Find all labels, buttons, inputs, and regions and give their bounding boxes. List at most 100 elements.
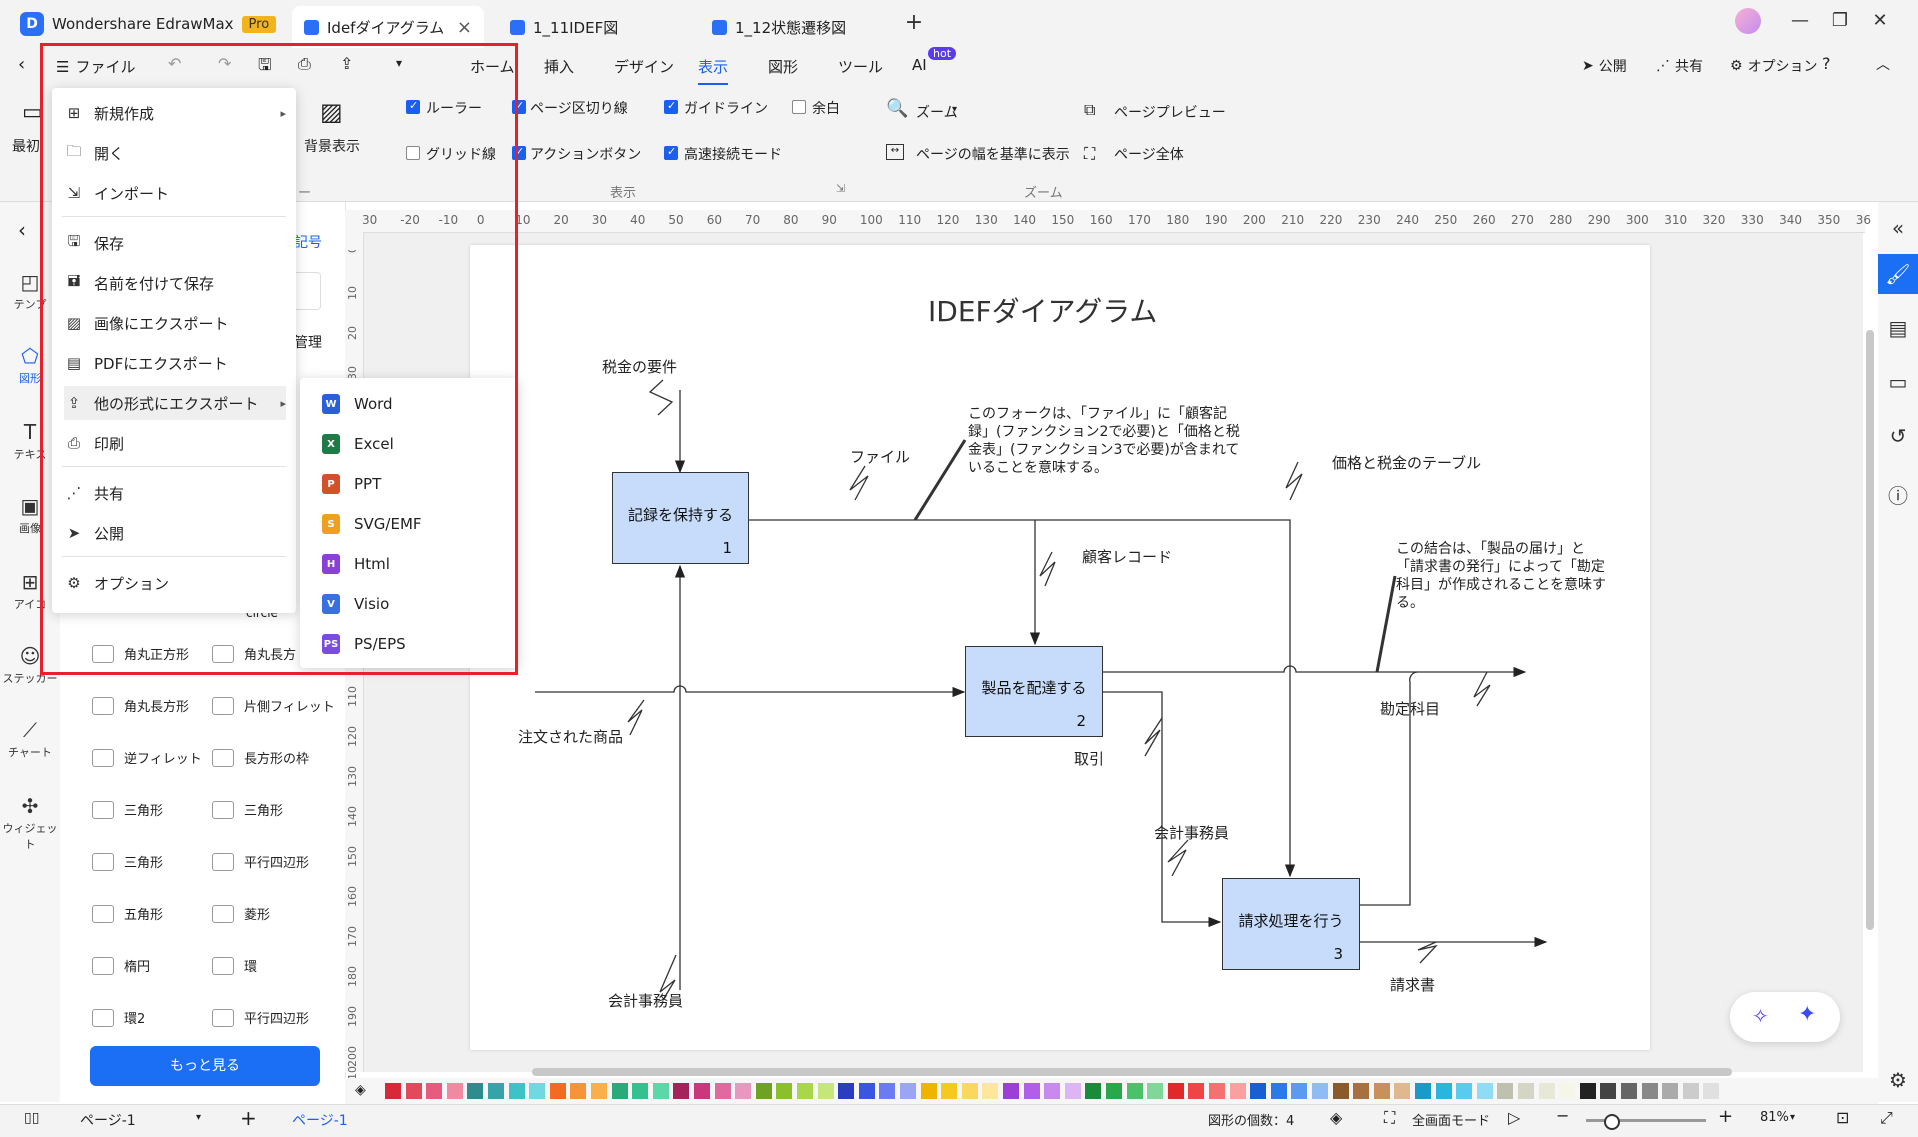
rail-charts[interactable]: ⟋チャート [0,718,60,760]
label-ordered[interactable]: 注文された商品 [518,728,624,746]
collapse-ribbon-icon[interactable]: ︿ [1876,57,1890,73]
shape-item[interactable]: 平行四辺形 [212,1008,309,1027]
menu-insert[interactable]: 挿入 [544,58,575,76]
close-icon[interactable]: × [456,16,472,38]
vertical-scrollbar[interactable] [1866,330,1874,930]
presentation-icon[interactable]: ▭ [1888,370,1908,394]
background-icon[interactable]: ▨ [320,98,343,126]
file-menu-item[interactable]: ▨画像にエクスポート [64,306,286,340]
color-swatch[interactable] [1003,1083,1019,1099]
color-swatch[interactable] [755,1083,772,1099]
shape-item[interactable]: 環2 [92,1008,145,1027]
save-icon[interactable]: 🖫 [258,55,272,74]
help-icon[interactable]: ? [1822,54,1831,73]
color-swatch[interactable] [1538,1083,1555,1099]
color-swatch[interactable] [797,1083,813,1099]
note-fork[interactable]: このフォークは、「ファイル」に「顧客記 録」(ファンクション2で必要)と「価格と… [968,405,1240,477]
color-swatch[interactable] [1064,1083,1081,1099]
fit-width-button[interactable]: ページの幅を基準に表示 [916,147,1070,163]
color-swatch[interactable] [1600,1083,1617,1099]
rail-image[interactable]: ▣画像 [0,494,60,536]
more-icon[interactable]: ▾ [396,56,403,70]
print-icon[interactable]: ⎙ [298,54,311,73]
file-menu-item[interactable]: 🖫保存 [64,226,286,260]
label-price-table[interactable]: 価格と税金のテーブル [1332,454,1482,472]
color-swatch[interactable] [467,1083,484,1099]
page-settings-icon[interactable]: ▤ [1888,316,1908,340]
menu-view[interactable]: 表示 [698,58,729,85]
horizontal-scrollbar[interactable] [532,1068,1732,1076]
shape-item[interactable]: 平行四辺形 [212,852,309,871]
color-swatch[interactable] [1291,1083,1308,1099]
zoom-slider-thumb[interactable] [1604,1114,1620,1130]
color-swatch[interactable] [1147,1083,1164,1099]
color-swatch[interactable] [941,1083,958,1099]
shape-item[interactable]: 菱形 [212,904,270,923]
menu-home[interactable]: ホーム [470,58,515,76]
fullscreen-label[interactable]: 全画面モード [1412,1114,1491,1129]
color-swatch[interactable] [1250,1083,1267,1099]
color-swatch[interactable] [1435,1083,1452,1099]
file-menu-item[interactable]: ⚙オプション [64,566,286,600]
zoom-level[interactable]: 81% [1760,1110,1789,1125]
menu-design[interactable]: デザイン [614,58,675,76]
rail-stickers[interactable]: ☺ステッカー [0,644,60,686]
minimize-icon[interactable]: — [1791,10,1809,31]
color-swatch[interactable] [735,1083,752,1099]
label-transaction[interactable]: 取引 [1074,750,1105,768]
color-swatch[interactable] [982,1083,999,1099]
color-swatch[interactable] [591,1083,607,1099]
doc-tab-3[interactable]: 1_12状態遷移図 [700,6,890,48]
color-swatch[interactable] [1167,1083,1184,1099]
history-icon[interactable]: ↺ [1889,424,1907,448]
ruler-checkbox[interactable] [406,99,420,114]
fast-connect-checkbox[interactable] [664,145,678,160]
chevron-down-icon[interactable]: ▾ [1790,1112,1796,1123]
shape-item[interactable]: 角丸正方形 [92,644,189,663]
file-menu-button[interactable]: ☰ ファイル [56,56,135,77]
color-swatch[interactable] [426,1083,443,1099]
dialog-launcher-icon[interactable]: ⇲ [836,182,846,195]
zoom-out-icon[interactable]: − [1556,1106,1570,1125]
color-swatch[interactable] [1415,1083,1431,1099]
label-account[interactable]: 勘定科目 [1380,700,1441,718]
file-menu-item[interactable]: ⇲インポート [64,176,286,210]
rail-icons[interactable]: ⊞アイコ [0,570,60,612]
file-menu-item[interactable]: ➤公開 [64,516,286,550]
shape-item[interactable]: 三角形 [92,800,163,819]
idef-box-2[interactable]: 製品を配達する 2 [965,646,1103,737]
label-invoice[interactable]: 請求書 [1390,976,1436,994]
chevron-down-icon[interactable]: ▾ [196,1112,202,1123]
color-swatch[interactable] [570,1083,587,1099]
color-swatch[interactable] [1662,1083,1679,1099]
shape-item[interactable]: 角丸長方形 [92,696,189,715]
color-swatch[interactable] [838,1083,855,1099]
color-swatch[interactable] [1621,1083,1637,1099]
color-swatch[interactable] [817,1083,834,1099]
collapse-panel-icon[interactable]: ‹ [18,218,26,242]
magic-wand-icon[interactable]: ✧ [1752,1004,1769,1028]
page-preview-button[interactable]: ページプレビュー [1114,105,1226,121]
color-swatch[interactable] [1270,1083,1287,1099]
ribbon-left-icon[interactable]: ▭ [22,100,43,125]
zoom-in-icon[interactable]: + [1718,1106,1734,1127]
search-box-partial[interactable] [296,272,321,310]
whole-page-button[interactable]: ページ全体 [1114,147,1184,163]
menu-ai[interactable]: AI [912,56,927,74]
settings-gear-icon[interactable]: ⚙ [1889,1068,1907,1092]
symbol-tab-partial[interactable]: 記号 [294,235,322,251]
color-swatch[interactable] [1497,1083,1514,1099]
color-swatch[interactable] [900,1083,916,1099]
color-swatch[interactable] [611,1083,628,1099]
color-swatch[interactable] [673,1083,690,1099]
publish-button[interactable]: ➤公開 [1582,56,1627,76]
color-swatch[interactable] [1682,1083,1699,1099]
fit-page-icon[interactable]: ⊡ [1836,1108,1850,1127]
play-icon[interactable]: ▷ [1508,1108,1521,1127]
style-paint-icon[interactable]: 🖌 [1878,254,1918,294]
add-page-icon[interactable]: + [240,1106,257,1130]
color-swatch[interactable] [1641,1083,1658,1099]
color-swatch[interactable] [1332,1083,1349,1099]
